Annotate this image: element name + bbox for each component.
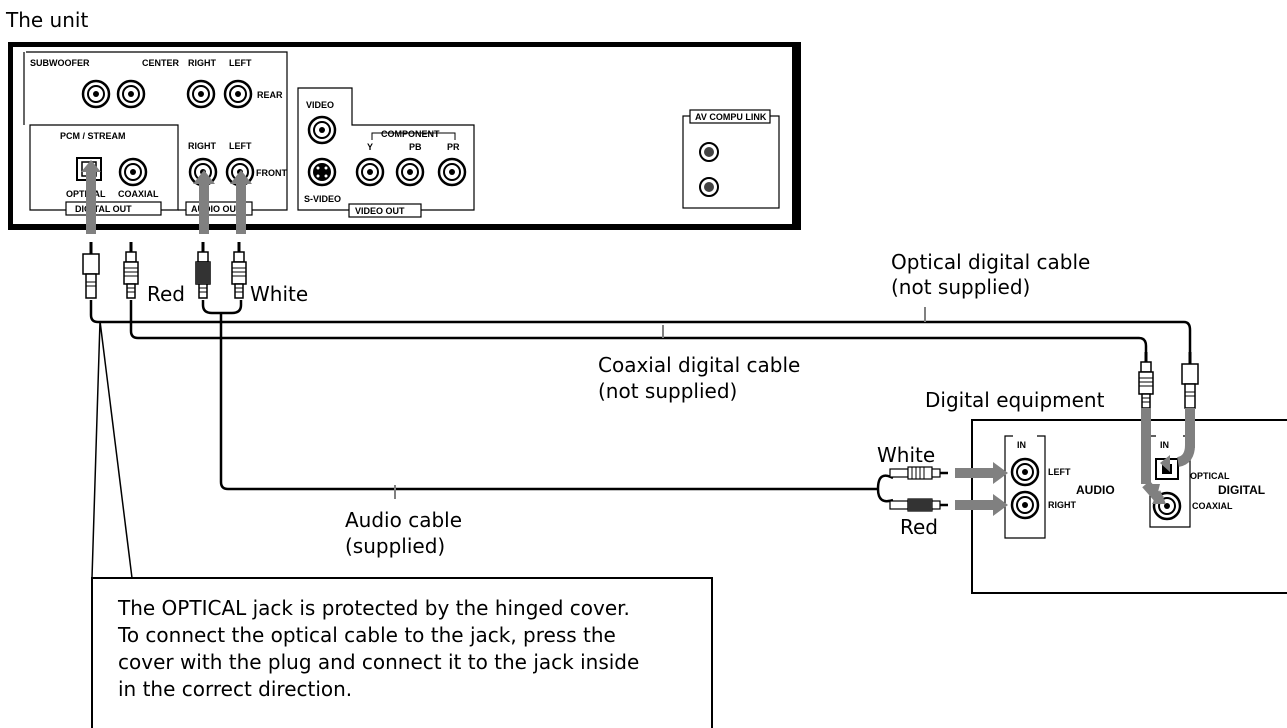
note-line-4: in the correct direction. — [118, 677, 353, 701]
unit-rear-panel: SUBWOOFER CENTER RIGHT LEFT REAR PCM / S… — [8, 42, 801, 230]
label-audio-in: IN — [1017, 440, 1026, 450]
digital-equipment-box: IN LEFT RIGHT AUDIO IN OPTICAL COAXIAL D… — [971, 419, 1287, 594]
label-video: VIDEO — [306, 100, 334, 110]
label-optical-cable-2: (not supplied) — [891, 275, 1030, 299]
audio-plug-white — [230, 240, 248, 300]
jack-video — [307, 115, 337, 145]
connection-arrows-equipment — [955, 408, 1195, 516]
label-video-out: VIDEO OUT — [355, 206, 405, 216]
label-eq-audio: AUDIO — [1076, 483, 1115, 497]
label-rear: REAR — [257, 90, 283, 100]
label-audio-cable-1: Audio cable — [345, 508, 462, 532]
label-white-equipment: White — [877, 443, 935, 467]
label-y: Y — [367, 142, 373, 152]
jack-subwoofer — [81, 79, 111, 109]
optical-cable-line — [89, 300, 1192, 352]
label-pcm-stream: PCM / STREAM — [60, 131, 126, 141]
note-callout — [91, 320, 713, 728]
optical-plug-unit — [81, 240, 101, 300]
audio-plug-red — [194, 240, 212, 300]
jack-s-video — [307, 157, 337, 187]
label-subwoofer: SUBWOOFER — [30, 58, 90, 68]
label-eq-right: RIGHT — [1048, 500, 1077, 510]
label-pb: PB — [409, 142, 422, 152]
label-front: FRONT — [256, 168, 287, 178]
label-eq-left: LEFT — [1048, 467, 1071, 477]
jack-rear-right — [186, 79, 216, 109]
jack-audio-left — [1010, 457, 1040, 487]
audio-plug-white-equipment — [888, 465, 950, 481]
label-white: White — [250, 282, 308, 306]
label-front-left: LEFT — [229, 141, 252, 151]
label-coaxial-cable-2: (not supplied) — [598, 379, 737, 403]
label-audio-out: AUDIO OUT — [191, 204, 242, 214]
jack-component-pb — [395, 157, 425, 187]
jack-component-y — [355, 157, 385, 187]
note-text: The OPTICAL jack is protected by the hin… — [118, 595, 718, 703]
jack-rear-left — [223, 79, 253, 109]
note-line-3: cover with the plug and connect it to th… — [118, 650, 640, 674]
jack-coaxial-out — [118, 157, 148, 187]
label-coaxial: COAXIAL — [118, 189, 159, 199]
label-s-video: S-VIDEO — [304, 194, 341, 204]
coaxial-plug-equipment — [1137, 350, 1155, 410]
label-component: COMPONENT — [381, 129, 440, 139]
audio-plug-red-equipment — [888, 497, 950, 513]
cables — [89, 300, 1192, 503]
label-rear-right: RIGHT — [188, 58, 217, 68]
cable-markers — [394, 307, 926, 499]
label-audio-cable-2: (supplied) — [345, 534, 445, 558]
label-eq-coaxial: COAXIAL — [1192, 501, 1233, 511]
note-line-1: The OPTICAL jack is protected by the hin… — [118, 596, 630, 620]
label-digital-out: DIGITAL OUT — [75, 204, 132, 214]
optical-plug-equipment — [1180, 350, 1200, 410]
jack-center — [116, 79, 146, 109]
label-digital-equipment: Digital equipment — [925, 388, 1105, 412]
jack-audio-right — [1010, 490, 1040, 520]
audio-cable-line — [219, 313, 878, 491]
audio-cable-join — [201, 300, 243, 315]
label-red: Red — [147, 282, 185, 306]
label-rear-left: LEFT — [229, 58, 252, 68]
coaxial-plug-unit — [122, 240, 140, 300]
note-line-2: To connect the optical cable to the jack… — [118, 623, 616, 647]
label-optical-cable-1: Optical digital cable — [891, 250, 1090, 274]
label-av-compu-link: AV COMPU LINK — [695, 112, 767, 122]
label-center: CENTER — [142, 58, 180, 68]
label-pr: PR — [447, 142, 460, 152]
label-coaxial-cable-1: Coaxial digital cable — [598, 353, 800, 377]
coaxial-cable-line — [129, 300, 1148, 352]
label-digital-in: IN — [1160, 440, 1169, 450]
connection-arrows-unit — [81, 160, 252, 234]
label-eq-digital: DIGITAL — [1218, 483, 1265, 497]
page-title: The unit — [5, 8, 88, 32]
label-front-right: RIGHT — [188, 141, 217, 151]
label-eq-optical: OPTICAL — [1190, 471, 1230, 481]
label-red-equipment: Red — [900, 515, 938, 539]
jack-component-pr — [437, 157, 467, 187]
